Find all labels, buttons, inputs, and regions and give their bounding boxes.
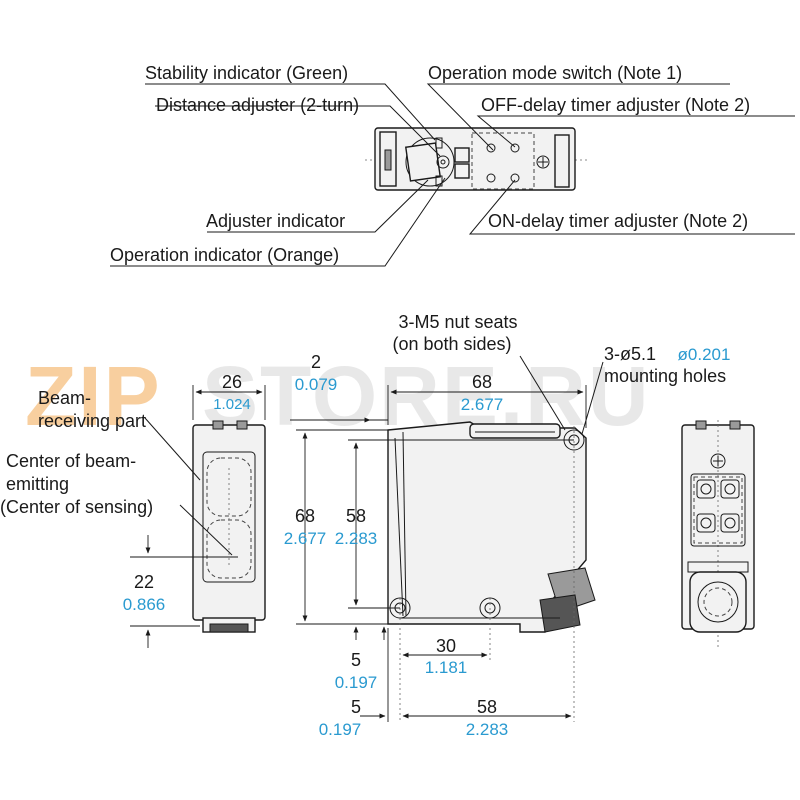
front-view-sensor [192, 420, 266, 633]
timer-adjuster-area [471, 132, 535, 190]
mounting-holes-mm: 3-ø5.1 [604, 344, 656, 364]
dim-22-mm: 22 [134, 572, 154, 592]
dim-5b-in: 0.197 [319, 720, 362, 739]
dim-5b-mm: 5 [351, 697, 361, 717]
dim-58w-mm: 58 [477, 697, 497, 717]
dim-58h-in: 2.283 [335, 529, 378, 548]
dim-68w-in: 2.677 [461, 395, 504, 414]
screw-icon [710, 453, 726, 469]
nut-seats-label-1: 3-M5 nut seats [398, 312, 517, 332]
dim-58w-in: 2.283 [466, 720, 509, 739]
side-view-dims [290, 355, 604, 722]
mounting-holes-label: mounting holes [604, 366, 726, 386]
stability-indicator-label: Stability indicator (Green) [145, 63, 348, 83]
operation-mode-switch-label: Operation mode switch (Note 1) [428, 63, 682, 83]
dim-68w-mm: 68 [472, 372, 492, 392]
center-label-3: (Center of sensing) [0, 497, 153, 517]
screw-icon [536, 155, 550, 169]
on-delay-timer-label: ON-delay timer adjuster (Note 2) [488, 211, 748, 231]
dim-68h-mm: 68 [295, 506, 315, 526]
dim-30-mm: 30 [436, 636, 456, 656]
adjuster-indicator-label: Adjuster indicator [206, 211, 345, 231]
beam-receiving-lens [206, 457, 252, 517]
dim-26-in: 1.024 [213, 396, 251, 413]
dim-30-in: 1.181 [425, 658, 468, 677]
beam-receiving-label-2: receiving part [38, 411, 146, 431]
dim-5a-in: 0.197 [335, 673, 378, 692]
front-view-dims [130, 385, 266, 648]
dim-5a-mm: 5 [351, 650, 361, 670]
nut-seats-label-2: (on both sides) [392, 334, 511, 354]
dim-2-in: 0.079 [295, 375, 338, 394]
dim-68h-in: 2.677 [284, 529, 327, 548]
back-view-sensor [681, 420, 755, 650]
top-view-leaders [110, 83, 795, 267]
mounting-holes-in: ø0.201 [678, 345, 731, 364]
beam-receiving-label-1: Beam- [38, 388, 91, 408]
dim-22-in: 0.866 [123, 595, 166, 614]
center-label-1: Center of beam- [6, 451, 136, 471]
distance-adjuster-label: Distance adjuster (2-turn) [156, 95, 359, 115]
dim-58h-mm: 58 [346, 506, 366, 526]
side-view-sensor [387, 421, 596, 633]
dim-26-mm: 26 [222, 372, 242, 392]
off-delay-timer-label: OFF-delay timer adjuster (Note 2) [481, 95, 750, 115]
operation-indicator-label: Operation indicator (Orange) [110, 245, 339, 265]
dim-2-mm: 2 [311, 352, 321, 372]
watermark-zip: ZIP [25, 349, 162, 443]
cable-gland-icon [697, 581, 739, 623]
distance-adjuster-icon [405, 137, 455, 187]
center-label-2: emitting [6, 474, 69, 494]
top-view-sensor [365, 127, 590, 191]
